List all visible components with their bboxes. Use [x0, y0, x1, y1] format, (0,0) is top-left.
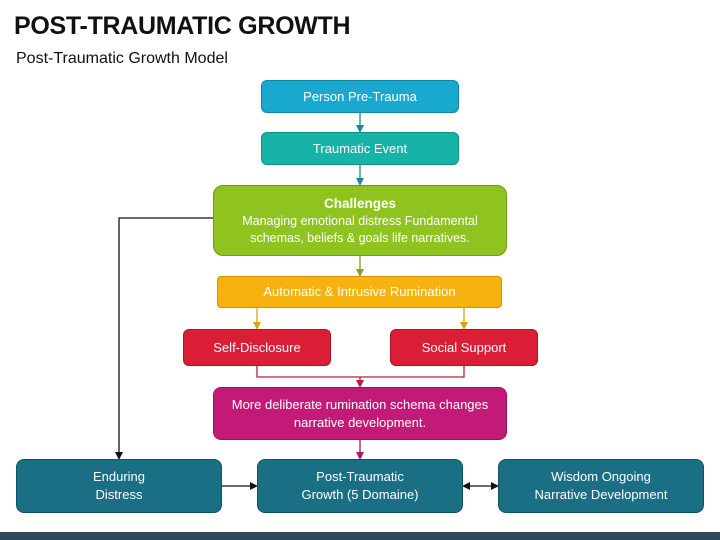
page-subtitle: Post-Traumatic Growth Model — [16, 50, 228, 67]
node-wisdom-ongoing: Wisdom Ongoing Narrative Development — [498, 459, 704, 513]
node-description: Managing emotional distress Fundamental … — [242, 213, 478, 245]
node-automatic-rumination: Automatic & Intrusive Rumination — [217, 276, 502, 308]
node-enduring-distress: Enduring Distress — [16, 459, 222, 513]
node-label-line2: Growth (5 Domaine) — [301, 487, 419, 502]
node-label: Automatic & Intrusive Rumination — [263, 284, 456, 300]
node-label: Self-Disclosure — [213, 339, 301, 355]
node-traumatic-event: Traumatic Event — [261, 132, 459, 165]
node-heading: Challenges — [323, 195, 397, 211]
node-self-disclosure: Self-Disclosure — [183, 329, 331, 366]
node-label-line1: Enduring — [92, 469, 146, 485]
arrow-challenges-to-enduring — [115, 217, 213, 460]
node-label-line1: Wisdom Ongoing — [551, 469, 651, 485]
node-post-traumatic-growth: Post-Traumatic Growth (5 Domaine) — [257, 459, 463, 513]
node-label: More deliberate rumination schema change… — [231, 396, 489, 430]
node-label: Traumatic Event — [312, 140, 408, 156]
node-label: Social Support — [421, 339, 507, 355]
node-label-line1: Post-Traumatic — [316, 469, 404, 485]
node-label-line2: Distress — [95, 487, 143, 502]
node-challenges: Challenges Managing emotional distress F… — [213, 185, 507, 256]
node-label: Person Pre-Trauma — [303, 88, 417, 104]
node-deliberate-rumination: More deliberate rumination schema change… — [213, 387, 507, 440]
footer-bar — [0, 532, 720, 540]
node-person-pre-trauma: Person Pre-Trauma — [261, 80, 459, 113]
node-label-line2: Narrative Development — [534, 487, 668, 502]
node-social-support: Social Support — [390, 329, 538, 366]
page-title: POST-TRAUMATIC GROWTH — [14, 12, 351, 40]
connector-support-join — [256, 366, 465, 378]
